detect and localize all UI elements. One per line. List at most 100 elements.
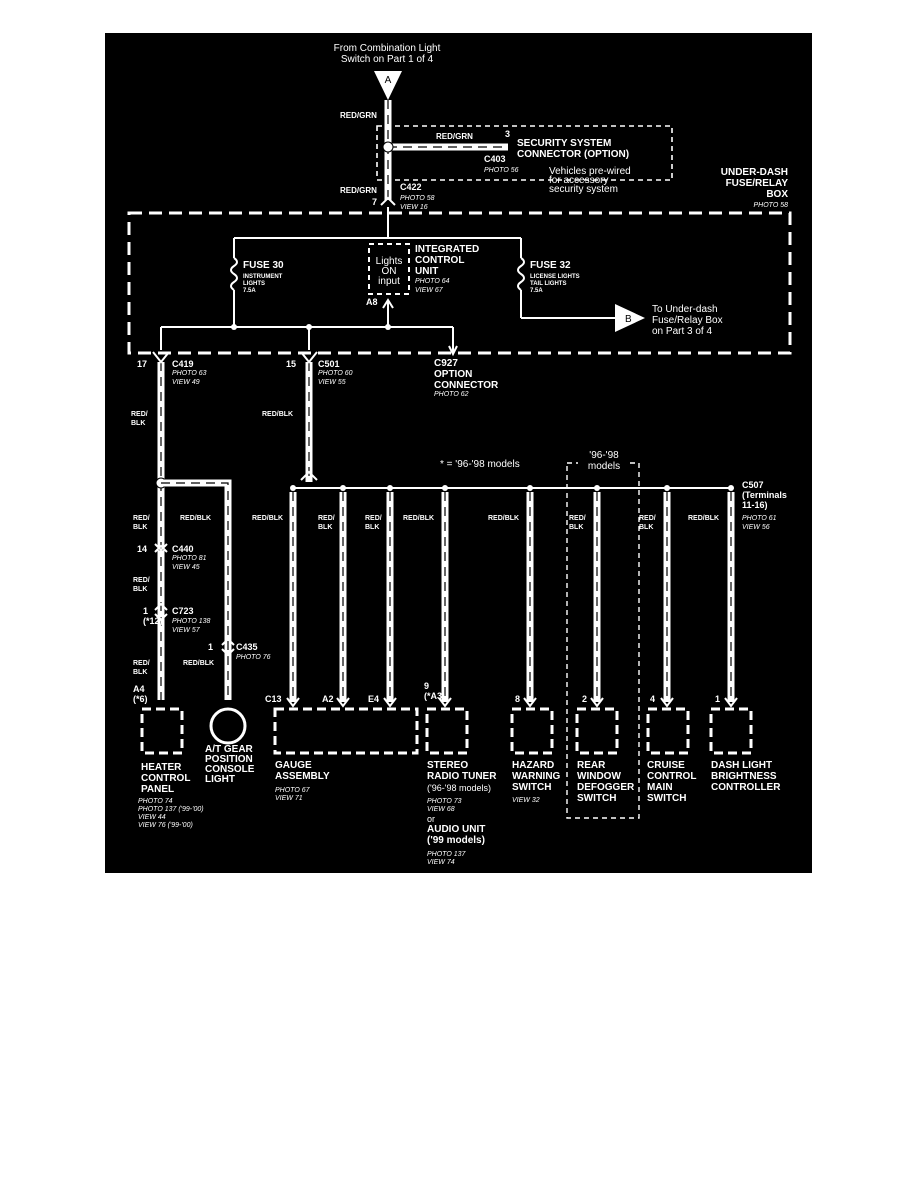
c507-terminal <box>594 485 600 491</box>
wire-label-branch: RED/BLK <box>688 515 719 522</box>
c507-photo: PHOTO 61 <box>742 515 777 522</box>
c927-arrow <box>448 345 458 357</box>
wire-label-heater-3: RED/BLK <box>133 660 150 676</box>
c419-photo: PHOTO 63 <box>172 370 207 377</box>
dash-controller-box <box>709 707 753 755</box>
c723-pin: 1(*12) <box>143 606 163 626</box>
c440-connector <box>154 543 168 553</box>
icu-lights-on-input <box>368 243 410 295</box>
wire-label-branch: RED/BLK <box>639 515 656 531</box>
defogger-switch-box <box>575 707 619 755</box>
c440-view: VIEW 45 <box>172 564 200 571</box>
component-connector <box>660 697 674 708</box>
c501-name: C501 <box>318 359 340 369</box>
c422-label: C422 <box>400 182 422 192</box>
c419-pin: 17 <box>137 359 147 369</box>
c422-pin: 7 <box>372 197 377 207</box>
fuse-30-symbol <box>230 257 238 291</box>
c507-terminal <box>527 485 533 491</box>
c403-photo: PHOTO 56 <box>484 167 519 174</box>
fuse-32-symbol <box>517 257 525 291</box>
c507-terminal <box>290 485 296 491</box>
source-connector-a <box>374 71 402 100</box>
splice-security <box>382 141 394 153</box>
component-connector <box>383 697 397 708</box>
c419-connector <box>152 351 170 364</box>
c723-connector <box>154 602 168 622</box>
wire-label-branch: RED/BLK <box>569 515 586 531</box>
c501-connector <box>300 351 318 364</box>
hazard-switch-box <box>510 707 554 755</box>
fuse-box-photo: PHOTO 58 <box>754 202 789 209</box>
audio-unit-name: AUDIO UNIT('99 models) <box>427 824 485 846</box>
source-marker: A <box>385 75 392 86</box>
fuse-30-name: FUSE 30 <box>243 260 284 271</box>
offpage-connector-b <box>615 304 645 332</box>
wire-label-at-1: RED/BLK <box>180 515 211 522</box>
c927-photo: PHOTO 62 <box>434 391 469 398</box>
c440-photo: PHOTO 81 <box>172 555 207 562</box>
component-connector <box>438 697 452 708</box>
component-connector <box>523 697 537 708</box>
c501-photo: PHOTO 60 <box>318 370 353 377</box>
cruise-pin: 4 <box>650 694 655 704</box>
diagram-background <box>105 33 812 873</box>
c501-view: VIEW 55 <box>318 379 346 386</box>
wire-label-c501: RED/BLK <box>262 411 293 418</box>
icu-pin: A8 <box>366 297 378 307</box>
wire-label-heater-2: RED/BLK <box>133 577 150 593</box>
c435-name: C435 <box>236 642 258 652</box>
c507-terminal <box>442 485 448 491</box>
wire-label-at-2: RED/BLK <box>183 660 214 667</box>
wire-label-branch: RED/BLK <box>252 515 283 522</box>
wire-label-branch: RED/BLK <box>318 515 335 531</box>
wire-label-branch: RED/BLK <box>365 515 382 531</box>
security-pin: 3 <box>505 129 510 139</box>
c422-view: VIEW 16 <box>400 204 428 211</box>
security-option-box <box>376 125 673 181</box>
defogger-pin: 2 <box>582 694 587 704</box>
c507-terminal <box>664 485 670 491</box>
c507-terminal <box>387 485 393 491</box>
c419-view: VIEW 49 <box>172 379 200 386</box>
icu-photo: PHOTO 64 <box>415 278 450 285</box>
component-connector <box>286 697 300 708</box>
c422-connector <box>380 196 396 206</box>
c435-connector <box>221 637 235 657</box>
wire-label-heater-1: RED/BLK <box>133 515 150 531</box>
c723-photo: PHOTO 138 <box>172 618 210 625</box>
component-connector <box>336 697 350 708</box>
heater-control-panel-box <box>140 707 184 755</box>
gauge-assembly-box <box>273 707 419 755</box>
wire-label-branch: RED/BLK <box>403 515 434 522</box>
wire-label-c422: RED/GRN <box>340 186 377 195</box>
icu-view: VIEW 67 <box>415 287 444 294</box>
heater-pin: A4(*6) <box>133 684 148 704</box>
c507-terminal <box>340 485 346 491</box>
c440-pin: 14 <box>137 544 147 554</box>
offpage-marker: B <box>625 314 632 325</box>
dash-pin: 1 <box>715 694 720 704</box>
c507-view: VIEW 56 <box>742 524 770 531</box>
stereo-sub: ('96-'98 models) <box>427 783 491 793</box>
hazard-refs: VIEW 32 <box>512 797 540 804</box>
c507-branches: RED/BLK RED/BLK RED/BLK RED/BLK RED/BLK RED/B… <box>252 485 738 708</box>
